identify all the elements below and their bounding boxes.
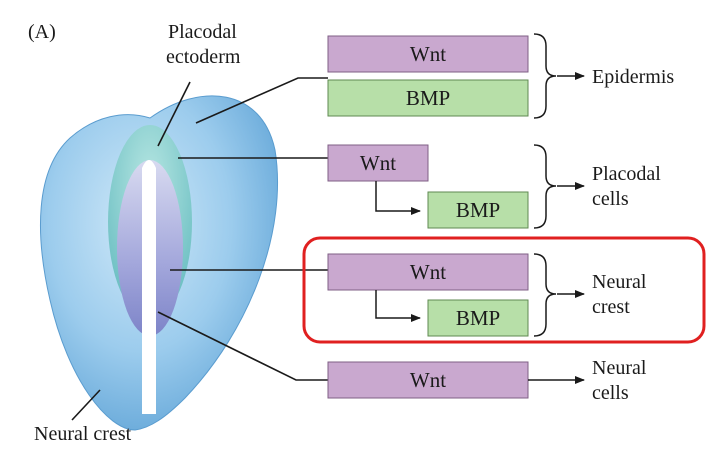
row-epidermis: Wnt BMP Epidermis [327, 33, 674, 119]
row-placodal: Wnt BMP Placodal cells [327, 144, 666, 229]
wnt-box-label: Wnt [360, 151, 396, 175]
placodal-ectoderm-line-1: Placodal [168, 21, 237, 43]
bmp-box [327, 79, 529, 117]
outcome-epidermis: Epidermis [592, 66, 674, 88]
leader-neural [157, 311, 328, 381]
leader-lines [71, 77, 328, 421]
bmp-box [427, 299, 529, 337]
brace [533, 144, 557, 229]
outcome-neural-cells: Neural cells [592, 357, 651, 404]
leader-epidermis [195, 77, 328, 124]
wnt-box-label: Wnt [410, 42, 446, 66]
neural-crest-bottom-label: Neural crest [34, 423, 132, 445]
brace [533, 253, 557, 337]
wnt-box-label: Wnt [410, 368, 446, 392]
outcome-line-2: crest [592, 296, 630, 318]
outcome-line-1: Neural [592, 357, 647, 379]
bmp-box-label: BMP [456, 306, 500, 330]
wnt-box [327, 35, 529, 73]
outcome-neural-crest: Neural crest [592, 271, 651, 318]
wnt-box-label: Wnt [410, 260, 446, 284]
row-neural: Wnt Neural cells [327, 357, 651, 404]
cascade-arrow [375, 290, 421, 322]
bmp-box-label: BMP [456, 198, 500, 222]
outcome-line-2: cells [592, 382, 629, 404]
bmp-box [427, 191, 529, 229]
panel-label: (A) [28, 21, 56, 43]
row-neural-crest: Wnt BMP Neural crest [302, 236, 706, 344]
outcome-placodal-cells: Placodal cells [592, 163, 666, 210]
embryo [40, 95, 279, 431]
placodal-ectoderm-label: Placodal ectoderm [166, 21, 242, 68]
highlight-frame [302, 236, 706, 344]
leader-placodal-ectoderm [157, 81, 191, 147]
outcome-line-1: Placodal [592, 163, 661, 185]
bmp-box-label: BMP [406, 86, 450, 110]
cascade-arrow [375, 181, 421, 215]
outcome-line-1: Epidermis [592, 66, 674, 88]
wnt-box [327, 144, 429, 182]
brace [533, 33, 557, 119]
leader-neural-crest-bottom [71, 389, 101, 421]
placodal-ectoderm-line-2: ectoderm [166, 46, 241, 68]
outcome-line-1: Neural [592, 271, 647, 293]
neural-groove [142, 160, 156, 414]
outcome-line-2: cells [592, 188, 629, 210]
wnt-box [327, 253, 529, 291]
